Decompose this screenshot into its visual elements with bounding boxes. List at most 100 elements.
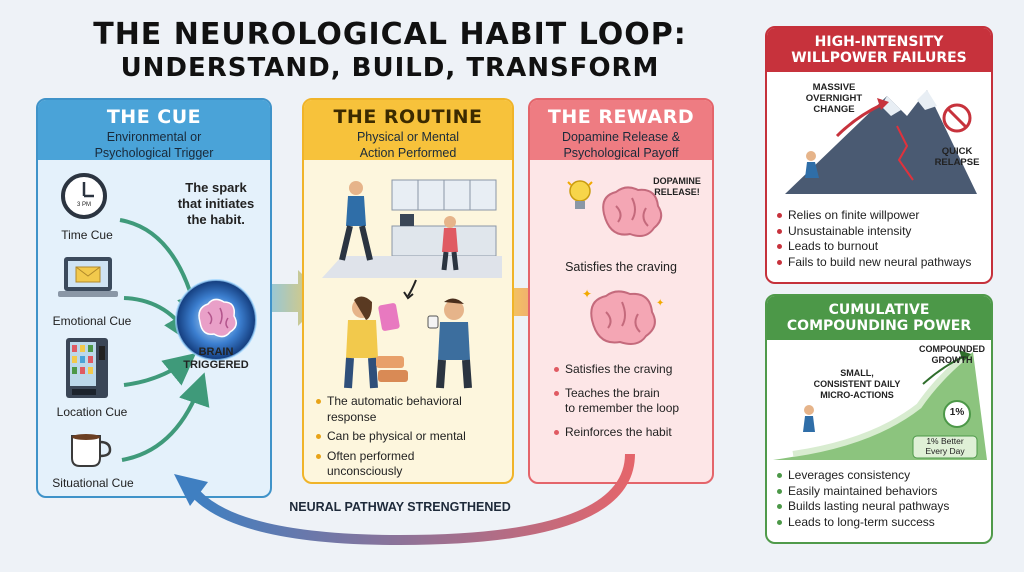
down-arrow-icon <box>403 279 417 300</box>
routine-bullet-2-line-1: Can be physical or mental <box>327 429 466 443</box>
routine-bullet-3-line-1: Often performed <box>327 448 415 463</box>
title-line-1: THE NEUROLOGICAL HABIT LOOP: <box>93 17 687 52</box>
cue-subtitle-1: Environmental or <box>106 130 202 144</box>
brain-triggered-label: BRAIN TRIGGERED <box>166 346 266 372</box>
brain-label-line-2: TRIGGERED <box>183 359 249 371</box>
mountain-climb-illustration <box>785 90 977 194</box>
compounded-growth-label: COMPOUNDED GROWTH <box>917 344 987 366</box>
page-title: THE NEUROLOGICAL HABIT LOOP: UNDERSTAND,… <box>30 18 750 84</box>
clock-text: 3 PM <box>76 202 91 208</box>
svg-text:✦: ✦ <box>656 298 664 309</box>
badge-line-2: Every Day <box>925 445 965 456</box>
lightbulb-icon <box>567 180 593 209</box>
routine-header: THE ROUTINE Physical or Mental Action Pe… <box>304 100 512 160</box>
failures-heading-2: WILLPOWER FAILURES <box>791 50 967 66</box>
compounding-bullet-1: Leverages consistency <box>777 468 989 484</box>
failures-bullet-1: Relies on finite willpower <box>777 208 989 224</box>
clock-icon <box>61 173 107 219</box>
growth-hill-illustration <box>773 350 987 460</box>
small-line-2: CONSISTENT DAILY <box>813 379 901 389</box>
compounding-bullet-4: Leads to long-term success <box>777 515 989 531</box>
compounding-bullet-list: Leverages consistency Easily maintained … <box>777 468 989 530</box>
satisfies-craving-caption: Satisfies the craving <box>565 260 677 274</box>
failures-bullet-2: Unsustainable intensity <box>777 224 989 240</box>
reward-heading: THE REWARD <box>547 106 695 128</box>
title-line-2: UNDERSTAND, BUILD, TRANSFORM <box>120 53 660 83</box>
laptop-mail-icon <box>58 257 118 297</box>
coffee-cup-icon <box>71 434 112 467</box>
micro-actions-label: SMALL, CONSISTENT DAILY MICRO-ACTIONS <box>807 368 907 401</box>
dopamine-line-1: DOPAMINE <box>653 176 701 186</box>
compounding-header: CUMULATIVE COMPOUNDING POWER <box>767 296 991 340</box>
compounding-heading-1: CUMULATIVE <box>828 302 930 318</box>
cue-spark-text: The spark that initiates the habit. <box>166 180 266 228</box>
compounding-power-panel: CUMULATIVE COMPOUNDING POWER COMPOUNDED … <box>765 294 993 544</box>
routine-panel: THE ROUTINE Physical or Mental Action Pe… <box>302 98 514 484</box>
growth-line-1: COMPOUNDED <box>918 344 985 354</box>
compounding-bullet-3: Builds lasting neural pathways <box>777 499 989 515</box>
massive-line-1: MASSIVE <box>812 82 856 93</box>
reward-header: THE REWARD Dopamine Release & Psychologi… <box>530 100 712 160</box>
failures-bullet-3: Leads to burnout <box>777 239 989 255</box>
spark-line-1: The spark <box>185 180 247 195</box>
neural-pathway-loop-arrow <box>174 453 635 546</box>
failures-bullet-4: Fails to build new neural pathways <box>777 255 989 271</box>
reward-bullet-1: Satisfies the craving <box>554 362 712 378</box>
failures-heading-1: HIGH-INTENSITY <box>814 34 944 50</box>
routine-subtitle-1: Physical or Mental <box>356 130 460 144</box>
emotional-cue-label: Emotional Cue <box>52 314 132 328</box>
cue-subtitle-2: Psychological Trigger <box>94 146 214 160</box>
routine-bullet-3-line-2: unconsciously <box>327 464 403 478</box>
reward-subtitle-1: Dopamine Release & <box>561 130 681 144</box>
reward-panel: THE REWARD Dopamine Release & Psychologi… <box>528 98 714 484</box>
dopamine-line-2: RELEASE! <box>654 187 700 197</box>
reward-bullet-3: Reinforces the habit <box>554 424 712 441</box>
time-cue-label: Time Cue <box>61 228 113 242</box>
massive-change-label: MASSIVE OVERNIGHT CHANGE <box>799 82 869 115</box>
brain-triggered-icon <box>175 279 257 361</box>
compounding-heading-2: COMPOUNDING POWER <box>786 318 972 334</box>
small-line-1: SMALL, <box>840 368 874 378</box>
better-every-day-badge: 1% Better Every Day <box>913 436 977 456</box>
relapse-line-2: RELAPSE <box>934 157 980 168</box>
cue-heading: THE CUE <box>106 106 202 128</box>
neural-pathway-label: NEURAL PATHWAY STRENGTHENED <box>289 500 511 514</box>
reward-bullet-2-line-2: to remember the loop <box>565 401 680 415</box>
routine-bullet-1-line-2: response <box>327 409 377 424</box>
reward-subtitle-2: Psychological Payoff <box>563 146 679 160</box>
routine-heading: THE ROUTINE <box>333 106 483 128</box>
snacking-scene-illustration <box>344 296 472 389</box>
spark-line-2: that initiates <box>177 196 255 211</box>
location-cue-label: Location Cue <box>56 405 128 419</box>
spark-line-3: the habit. <box>187 212 245 227</box>
dopamine-release-label: DOPAMINE RELEASE! <box>642 176 712 198</box>
small-line-3: MICRO-ACTIONS <box>820 390 894 400</box>
compounding-bullet-2: Easily maintained behaviors <box>777 484 989 500</box>
massive-line-2: OVERNIGHT <box>805 93 863 104</box>
failures-header: HIGH-INTENSITY WILLPOWER FAILURES <box>767 28 991 72</box>
reward-bullet-2-line-1: Teaches the brain <box>565 385 660 400</box>
brain-glowing-icon <box>602 186 663 237</box>
relapse-line-1: QUICK <box>941 146 973 157</box>
routine-subtitle-2: Action Performed <box>359 146 457 160</box>
one-percent-badge: 1% <box>949 407 965 418</box>
quick-relapse-label: QUICK RELAPSE <box>927 146 987 168</box>
cue-header: THE CUE Environmental or Psychological T… <box>38 100 270 160</box>
routine-bullet-2: Can be physical or mental <box>316 429 512 445</box>
reward-bullet-3-line-1: Reinforces the habit <box>565 424 672 439</box>
routine-bullet-1-line-1: The automatic behavioral <box>327 394 462 408</box>
reward-bullet-1-line-1: Satisfies the craving <box>565 362 673 376</box>
willpower-failures-panel: HIGH-INTENSITY WILLPOWER FAILURES MASSIV… <box>765 26 993 284</box>
kitchen-scene-illustration <box>322 179 502 278</box>
massive-line-3: CHANGE <box>813 104 855 115</box>
svg-text:✦: ✦ <box>582 287 592 301</box>
brain-label-line-1: BRAIN <box>198 346 234 358</box>
cue-panel: THE CUE Environmental or Psychological T… <box>36 98 272 498</box>
brain-satisfied-icon: ✦✦ <box>582 287 664 345</box>
vending-machine-icon <box>66 338 108 398</box>
